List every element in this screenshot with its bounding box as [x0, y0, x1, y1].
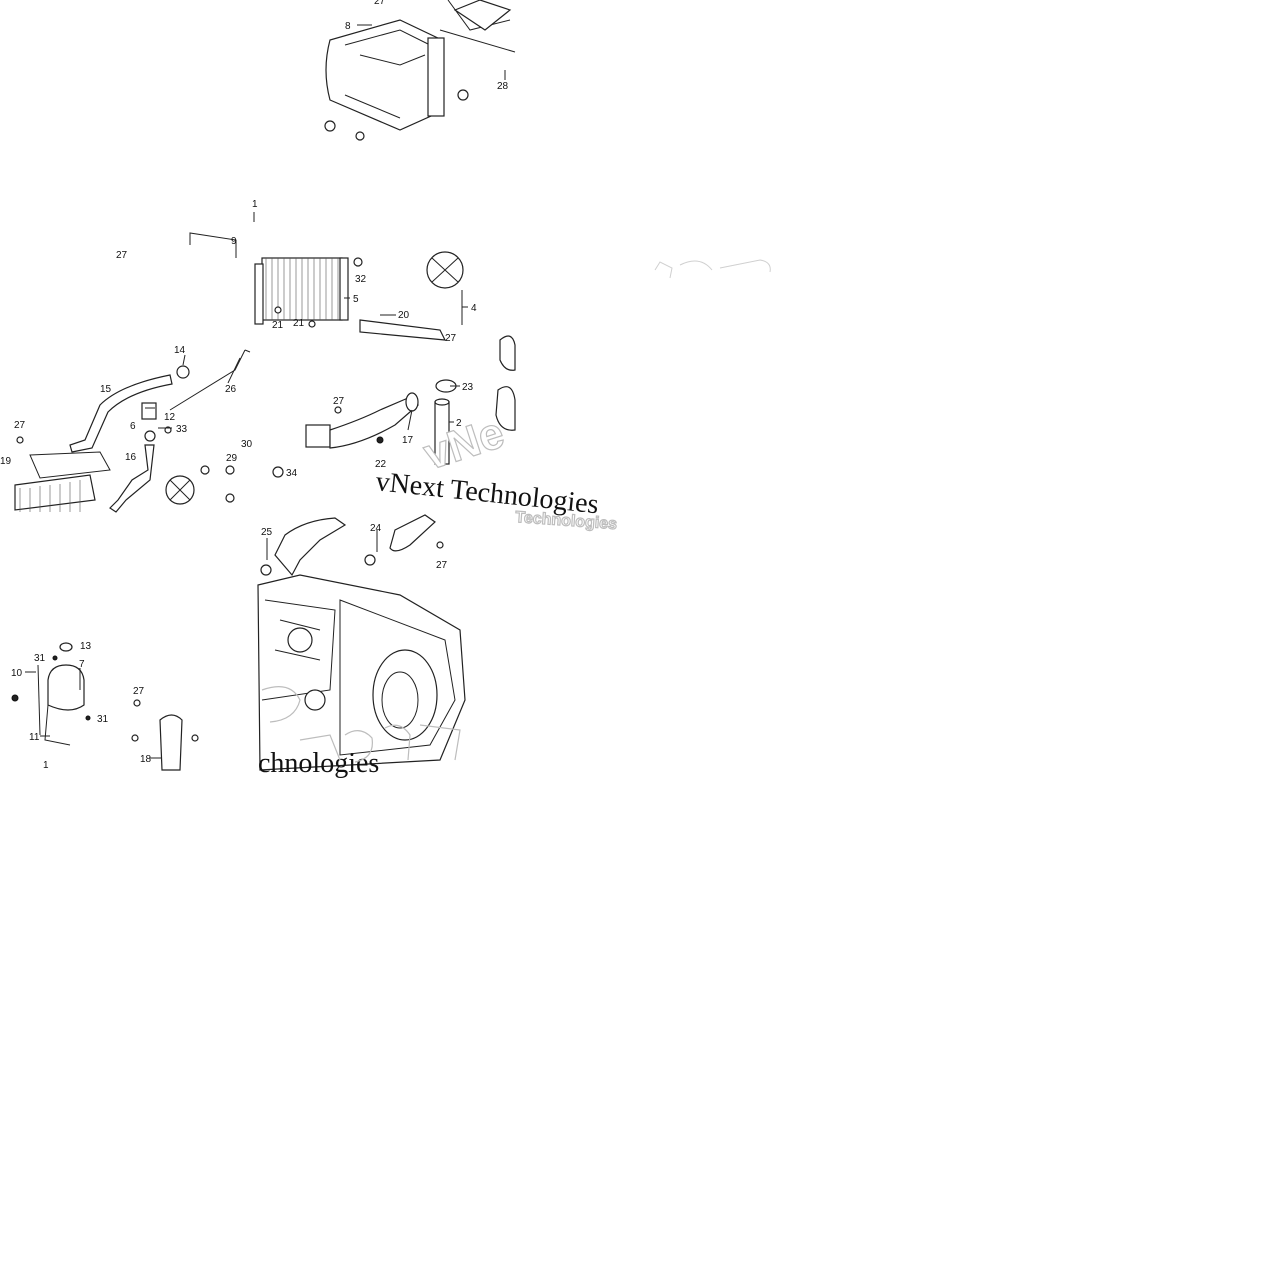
hose-assembly-left — [14, 349, 284, 513]
air-intake-duct — [305, 335, 516, 465]
callout-10: 10 — [11, 668, 23, 679]
callout-27: 27 — [133, 686, 145, 697]
callout-17: 17 — [402, 435, 414, 446]
callout-27: 27 — [445, 333, 457, 344]
engine-assembly — [257, 514, 466, 771]
callout-22: 22 — [375, 459, 387, 470]
watermark-big-fragment: vNe — [418, 408, 510, 480]
callout-7: 7 — [79, 659, 85, 670]
callout-18: 18 — [140, 754, 152, 765]
callout-33: 33 — [176, 424, 188, 435]
fan-shroud-assembly — [324, 0, 516, 141]
callout-1: 1 — [43, 760, 49, 771]
callout-28: 28 — [497, 81, 509, 92]
callout-14: 14 — [174, 345, 186, 356]
callout-2: 2 — [456, 418, 462, 429]
callout-12: 12 — [164, 412, 176, 423]
callout-16: 16 — [125, 452, 137, 463]
callout-15: 15 — [100, 384, 112, 395]
callout-24: 24 — [370, 523, 382, 534]
callout-32: 32 — [355, 274, 367, 285]
callout-31: 31 — [34, 653, 46, 664]
callout-leaders — [25, 24, 468, 759]
callout-25: 25 — [261, 527, 273, 538]
callout-8: 8 — [345, 21, 351, 32]
callout-labels: 27 8 28 1 9 27 32 5 4 21 21 20 27 14 15 … — [0, 0, 509, 771]
callout-30: 30 — [241, 439, 253, 450]
callout-20: 20 — [398, 310, 410, 321]
watermark-small-fragment: Technologies — [515, 509, 618, 533]
callout-13: 13 — [80, 641, 92, 652]
callout-23: 23 — [462, 382, 474, 393]
callout-29: 29 — [226, 453, 238, 464]
callout-27: 27 — [14, 420, 26, 431]
callout-27: 27 — [374, 0, 386, 7]
callout-6: 6 — [130, 421, 136, 432]
coolant-reservoir-assembly — [11, 642, 199, 771]
radiator-assembly — [189, 212, 464, 341]
callout-27: 27 — [436, 560, 448, 571]
callout-9: 9 — [231, 236, 237, 247]
callout-21: 21 — [293, 318, 305, 329]
callout-11: 11 — [29, 732, 40, 743]
callout-31: 31 — [97, 714, 109, 725]
callout-19: 19 — [0, 456, 12, 467]
callout-4: 4 — [471, 303, 477, 314]
watermark-tail-fragment: chnologies — [258, 748, 379, 779]
callout-27: 27 — [333, 396, 345, 407]
callout-5: 5 — [353, 294, 359, 305]
callout-26: 26 — [225, 384, 237, 395]
callout-21: 21 — [272, 320, 284, 331]
callout-1: 1 — [252, 199, 258, 210]
callout-34: 34 — [286, 468, 298, 479]
callout-27: 27 — [116, 250, 128, 261]
